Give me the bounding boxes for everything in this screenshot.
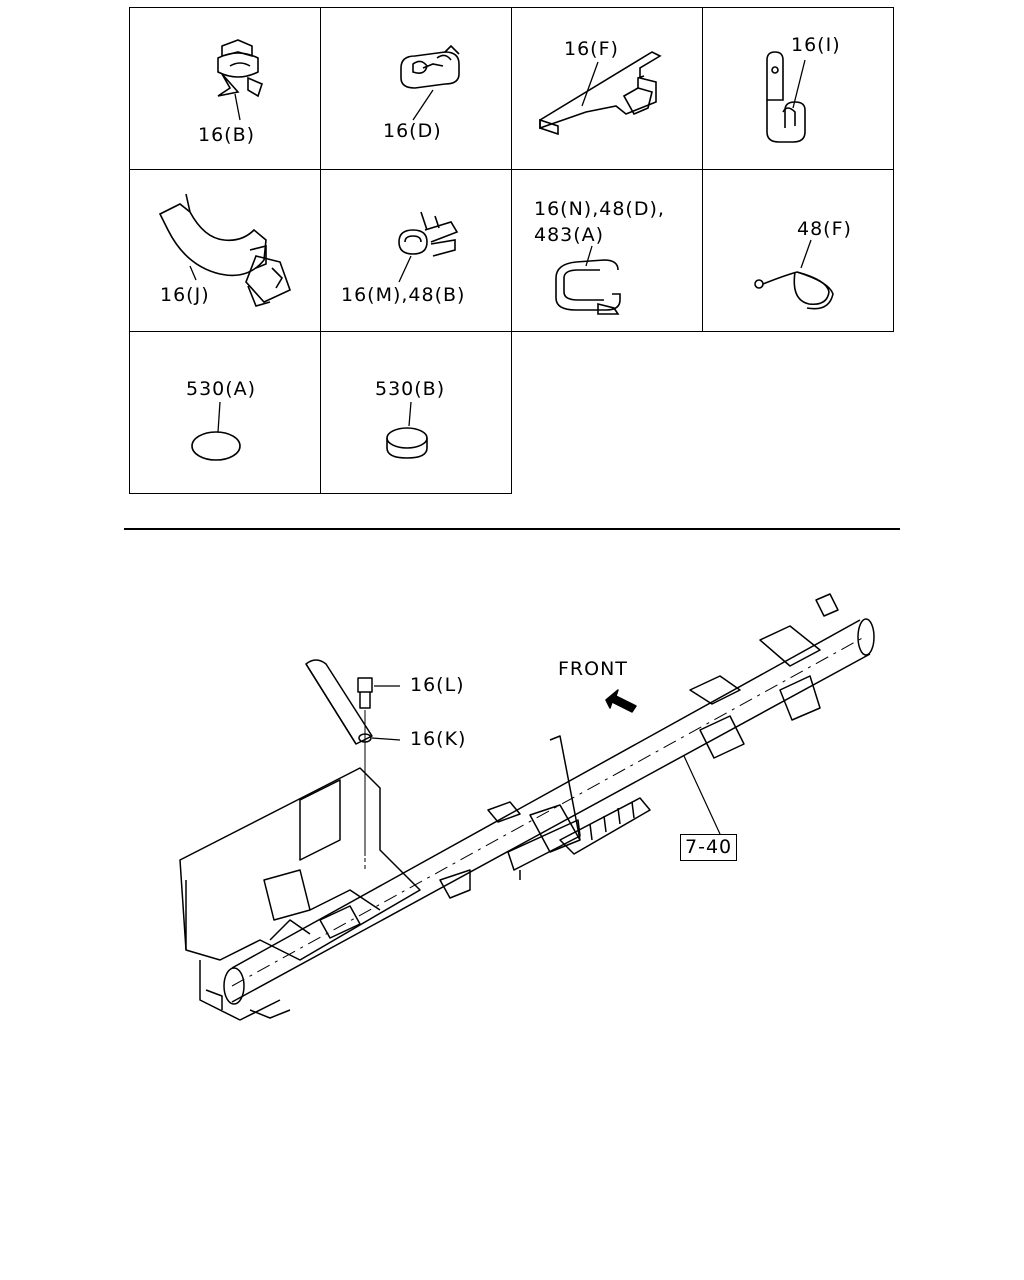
part-cell-16n: 16(N),48(D), 483(A) (511, 169, 703, 332)
part-label-16n-line1: 16(N),48(D), (534, 198, 665, 220)
front-label: FRONT (558, 658, 628, 680)
part-cell-16b: 16(B) (129, 7, 321, 170)
part-cell-48f: 48(F) (702, 169, 894, 332)
part-cell-16m: 16(M),48(B) (320, 169, 512, 332)
main-diagram: FRONT 16(L) 16(K) 7-40 (0, 540, 1024, 1060)
callout-7-40: 7-40 (680, 834, 738, 861)
clip-b-icon (217, 39, 263, 121)
plug-530a-icon (191, 401, 241, 461)
part-label-16d: 16(D) (383, 120, 442, 142)
clip-j-icon (158, 193, 291, 307)
part-cell-530b: 530(B) (320, 331, 512, 494)
part-label-16b: 16(B) (198, 124, 256, 146)
steering-hanger-beam-drawing (179, 593, 875, 1021)
tie-48f-icon (754, 239, 834, 310)
part-label-16n-line2: 483(A) (534, 224, 605, 246)
part-cell-16j: 16(J) (129, 169, 321, 332)
clip-i-icon (766, 51, 806, 143)
clip-d-icon (400, 44, 460, 121)
part-cell-16d: 16(D) (320, 7, 512, 170)
part-label-16m: 16(M),48(B) (341, 284, 466, 306)
part-label-530b: 530(B) (375, 378, 446, 400)
part-cell-16f: 16(F) (511, 7, 703, 170)
part-label-530a: 530(A) (186, 378, 257, 400)
clip-m-icon (398, 211, 459, 283)
part-label-16i: 16(I) (791, 34, 841, 56)
callout-16l: 16(L) (410, 674, 465, 696)
section-divider (124, 528, 900, 530)
callout-16k: 16(K) (410, 728, 467, 750)
part-label-16j: 16(J) (160, 284, 210, 306)
clip-n-icon (555, 245, 621, 315)
part-label-16f: 16(F) (564, 38, 619, 60)
clip-f-icon (539, 51, 662, 136)
plug-530b-icon (386, 401, 428, 459)
part-cell-16i: 16(I) (702, 7, 894, 170)
part-cell-530a: 530(A) (129, 331, 321, 494)
part-label-48f: 48(F) (797, 218, 852, 240)
